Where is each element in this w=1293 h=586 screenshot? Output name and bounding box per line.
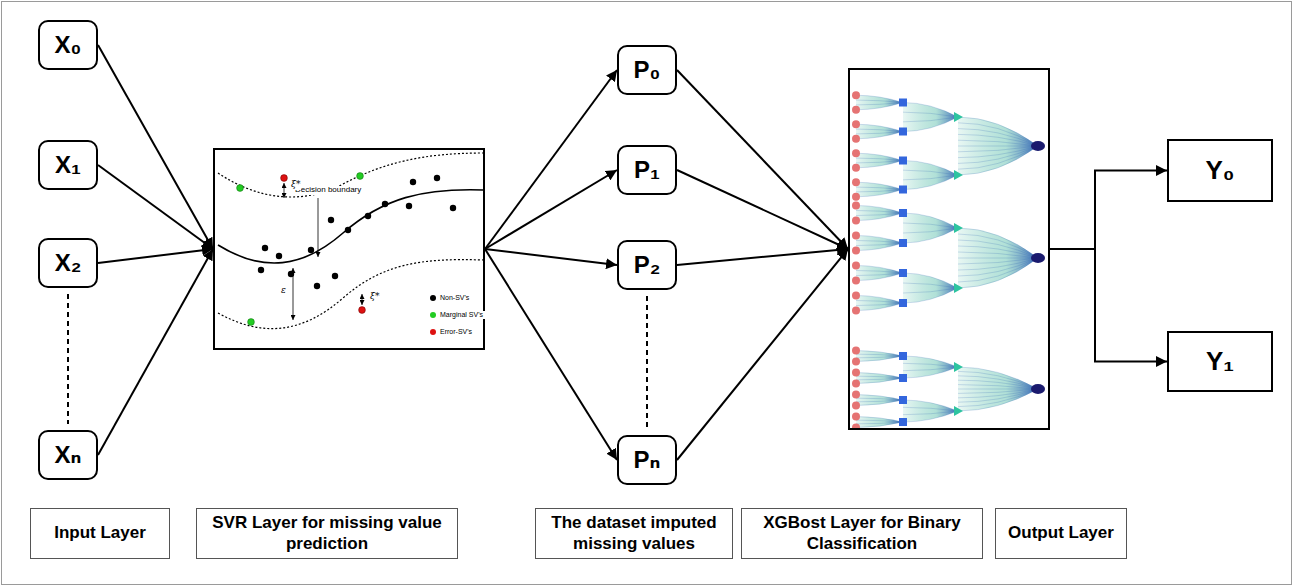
flow-arrow [485, 170, 617, 249]
legend-item: Marginal SV's [428, 311, 485, 319]
layer-caption: SVR Layer for missing value prediction [196, 508, 458, 559]
node-label: X₁ [55, 151, 81, 179]
imputed-feature-box: P₁ [617, 145, 677, 195]
legend-item: Non-SV's [428, 294, 471, 302]
node-label: Xₙ [55, 441, 82, 469]
boosted-tree [852, 202, 1045, 315]
node-label: P₀ [634, 56, 661, 84]
marginal-sv-points [237, 173, 364, 326]
node-label: X₂ [55, 249, 82, 277]
boosted-tree [852, 347, 1045, 431]
legend-text: Marginal SV's [440, 311, 483, 319]
input-box: X₁ [38, 140, 98, 190]
node-label: P₁ [634, 156, 660, 184]
flow-arrow [485, 70, 617, 249]
flow-arrow [677, 249, 848, 460]
flow-arrow [98, 249, 213, 455]
legend-text: Non-SV's [440, 294, 469, 302]
input-box: Xₙ [38, 430, 98, 480]
imputed-feature-box: P₀ [617, 45, 677, 95]
node-label: Y₁ [1206, 346, 1234, 377]
slack-arrow [362, 294, 363, 305]
layer-caption: Input Layer [30, 508, 170, 559]
node-label: P₂ [634, 251, 661, 279]
node-label: Y₀ [1205, 155, 1234, 186]
output-box: Y₀ [1167, 139, 1273, 202]
imputed-feature-box: P₂ [617, 240, 677, 290]
leader-arrow [318, 198, 319, 257]
layer-caption: Output Layer [995, 508, 1127, 559]
ellipsis-line [67, 294, 69, 424]
caption-text: XGBost Layer for Binary Classification [748, 513, 976, 554]
caption-text: The dataset imputed missing values [542, 513, 726, 554]
flow-arrow [677, 249, 848, 265]
flow-arrow [98, 249, 213, 263]
regression-curve [218, 190, 483, 263]
slack-arrow [284, 183, 285, 198]
flow-arrow [677, 170, 848, 249]
legend-swatch [430, 295, 436, 301]
symbol-label: ε [280, 286, 287, 296]
flow-arrow [677, 70, 848, 249]
layer-caption: The dataset imputed missing values [535, 508, 733, 559]
node-label: Pₙ [634, 446, 661, 474]
xgboost-trees [848, 68, 1050, 430]
symbol-label: ξ* [369, 292, 380, 302]
input-box: X₀ [38, 20, 98, 70]
symbol-label: ξ* [290, 180, 301, 190]
imputed-feature-box: Pₙ [617, 435, 677, 485]
legend-swatch [430, 312, 436, 318]
xgboost-illustration [848, 68, 1050, 430]
flow-arrow [485, 249, 617, 460]
svr-plot [213, 148, 485, 350]
legend-swatch [430, 329, 436, 335]
flow-arrow [98, 165, 213, 249]
caption-text: SVR Layer for missing value prediction [203, 513, 451, 554]
legend-item: Error-SV's [428, 328, 474, 336]
ellipsis-line [646, 296, 648, 429]
caption-text: Output Layer [1008, 523, 1114, 543]
node-label: X₀ [55, 31, 82, 59]
annotation-text: Decision boundary [294, 186, 362, 195]
boosted-tree [852, 91, 1045, 201]
legend-text: Error-SV's [440, 328, 472, 336]
svr-illustration: Decision boundary [213, 148, 485, 350]
epsilon-arrow [293, 268, 294, 320]
non-sv-points [258, 175, 456, 289]
flow-arrow [1050, 171, 1167, 250]
input-box: X₂ [38, 238, 98, 288]
output-box: Y₁ [1167, 331, 1273, 392]
layer-caption: XGBost Layer for Binary Classification [741, 508, 983, 559]
caption-text: Input Layer [54, 523, 146, 543]
flow-arrow [485, 249, 617, 265]
flow-arrow [98, 45, 213, 249]
flow-arrow [1050, 249, 1167, 362]
